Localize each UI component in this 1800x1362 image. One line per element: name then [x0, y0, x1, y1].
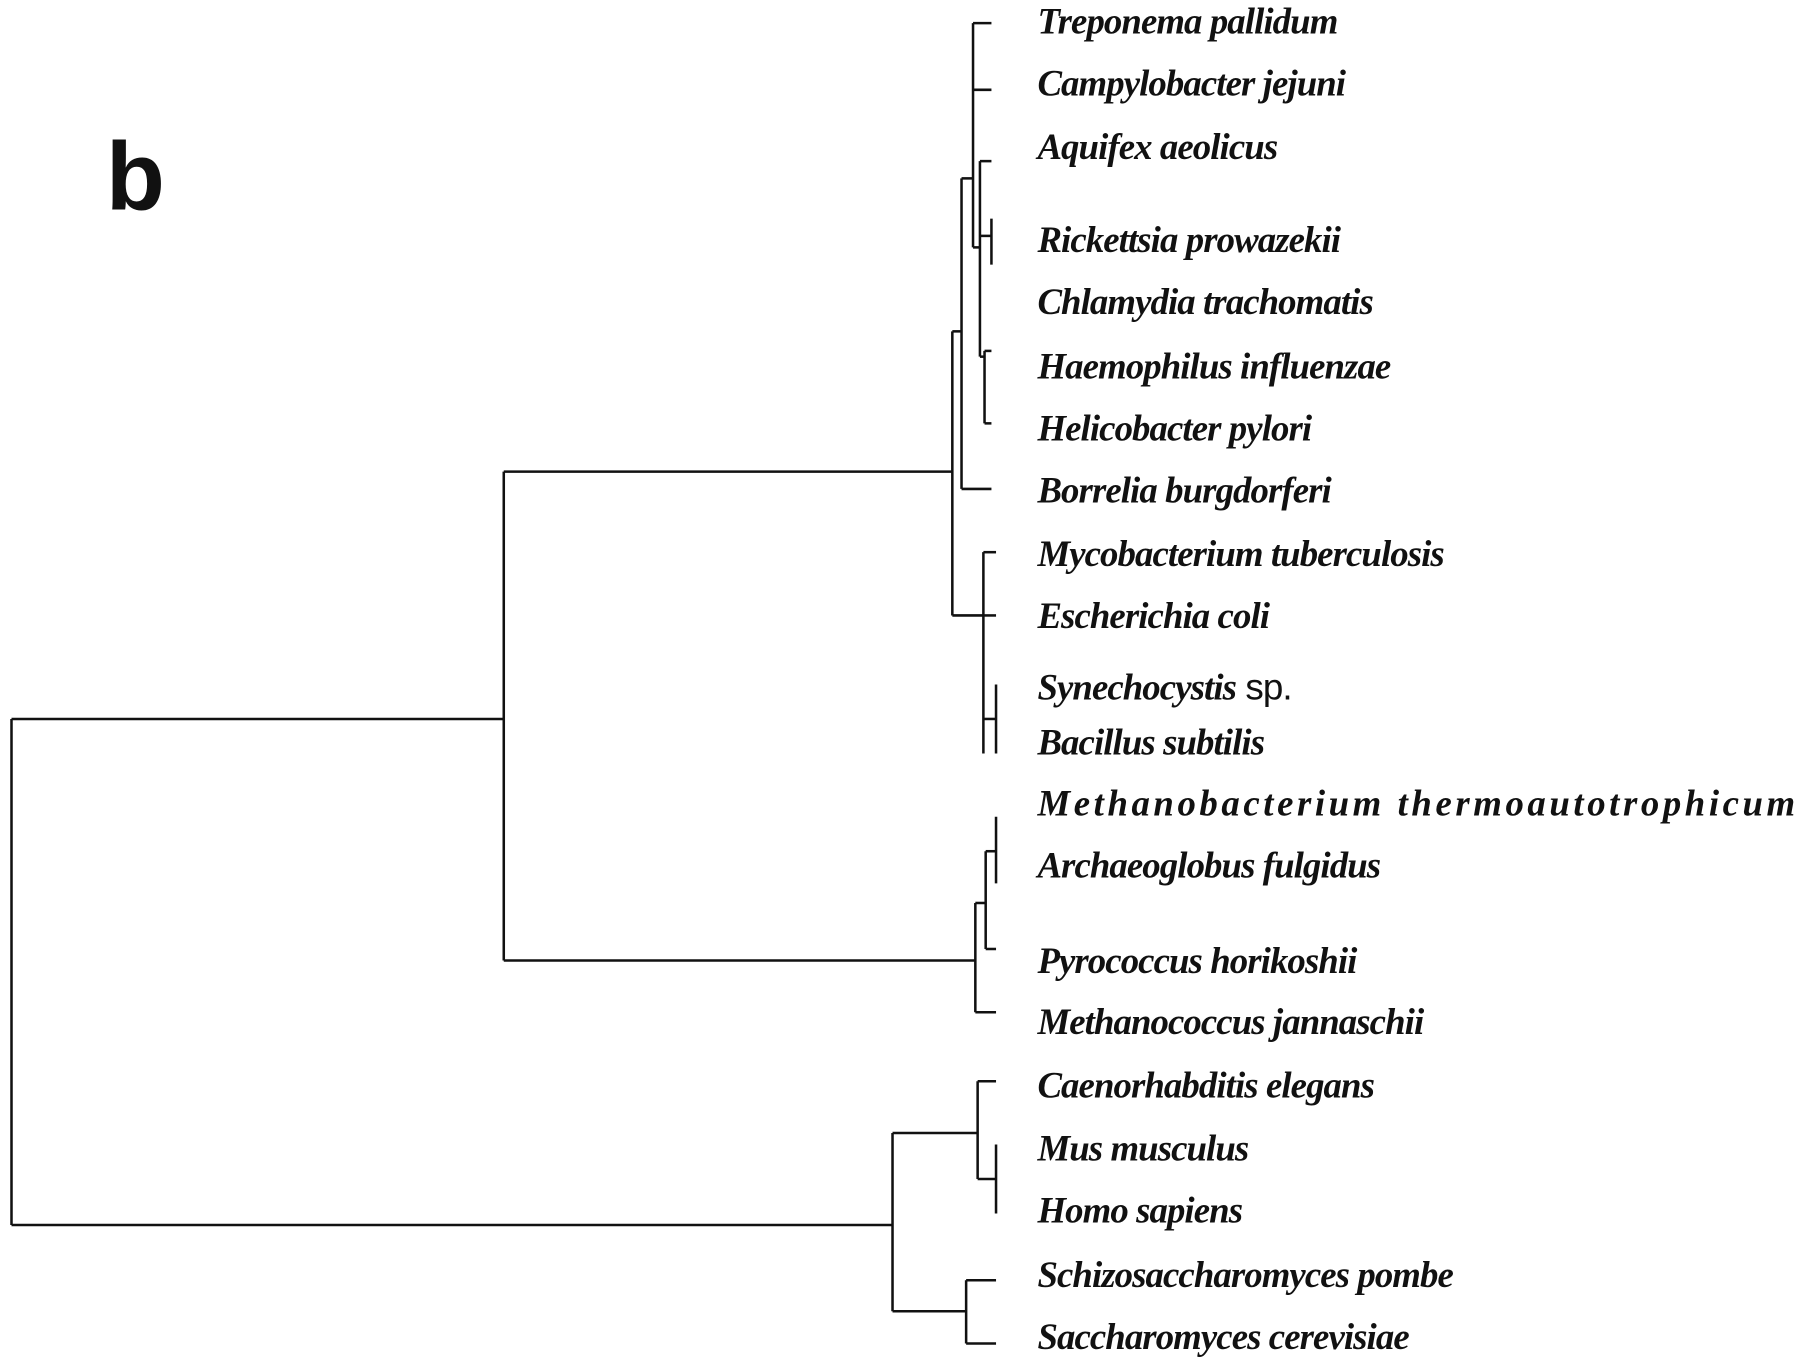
- taxon-label: Mycobacterium tuberculosis: [1036, 533, 1444, 574]
- taxon-label: Methanococcus jannaschii: [1036, 1001, 1425, 1042]
- taxon-label: Mus musculus: [1036, 1128, 1248, 1169]
- taxon-label: Schizosaccharomyces pombe: [1037, 1254, 1453, 1295]
- taxon-label: Synechocystis sp.: [1037, 666, 1291, 707]
- taxon-label: Treponema pallidum: [1037, 0, 1337, 41]
- taxon-label: Caenorhabditis elegans: [1037, 1064, 1374, 1105]
- taxon-label: Chlamydia trachomatis: [1037, 281, 1373, 322]
- taxon-label: Borrelia burgdorferi: [1036, 470, 1332, 511]
- taxon-label: Campylobacter jejuni: [1037, 63, 1346, 104]
- taxon-label: Pyrococcus horikoshii: [1036, 940, 1358, 981]
- tree-branches: [10, 21, 998, 1345]
- taxon-label: Methanobacterium thermoautotrophicum: [1036, 783, 1794, 824]
- taxon-label: Archaeoglobus fulgidus: [1035, 845, 1380, 886]
- panel-label: b: [106, 123, 165, 230]
- taxon-label: Saccharomyces cerevisiae: [1037, 1316, 1409, 1357]
- taxon-label: Escherichia coli: [1036, 595, 1270, 636]
- taxon-label: Haemophilus influenzae: [1036, 346, 1390, 387]
- taxon-label: Rickettsia prowazekii: [1036, 219, 1341, 260]
- taxon-label-suffix: sp.: [1236, 666, 1292, 707]
- taxon-label: Aquifex aeolicus: [1035, 126, 1277, 167]
- taxon-label: Homo sapiens: [1036, 1190, 1242, 1231]
- taxon-label: Bacillus subtilis: [1036, 722, 1264, 763]
- taxon-label: Helicobacter pylori: [1036, 408, 1312, 449]
